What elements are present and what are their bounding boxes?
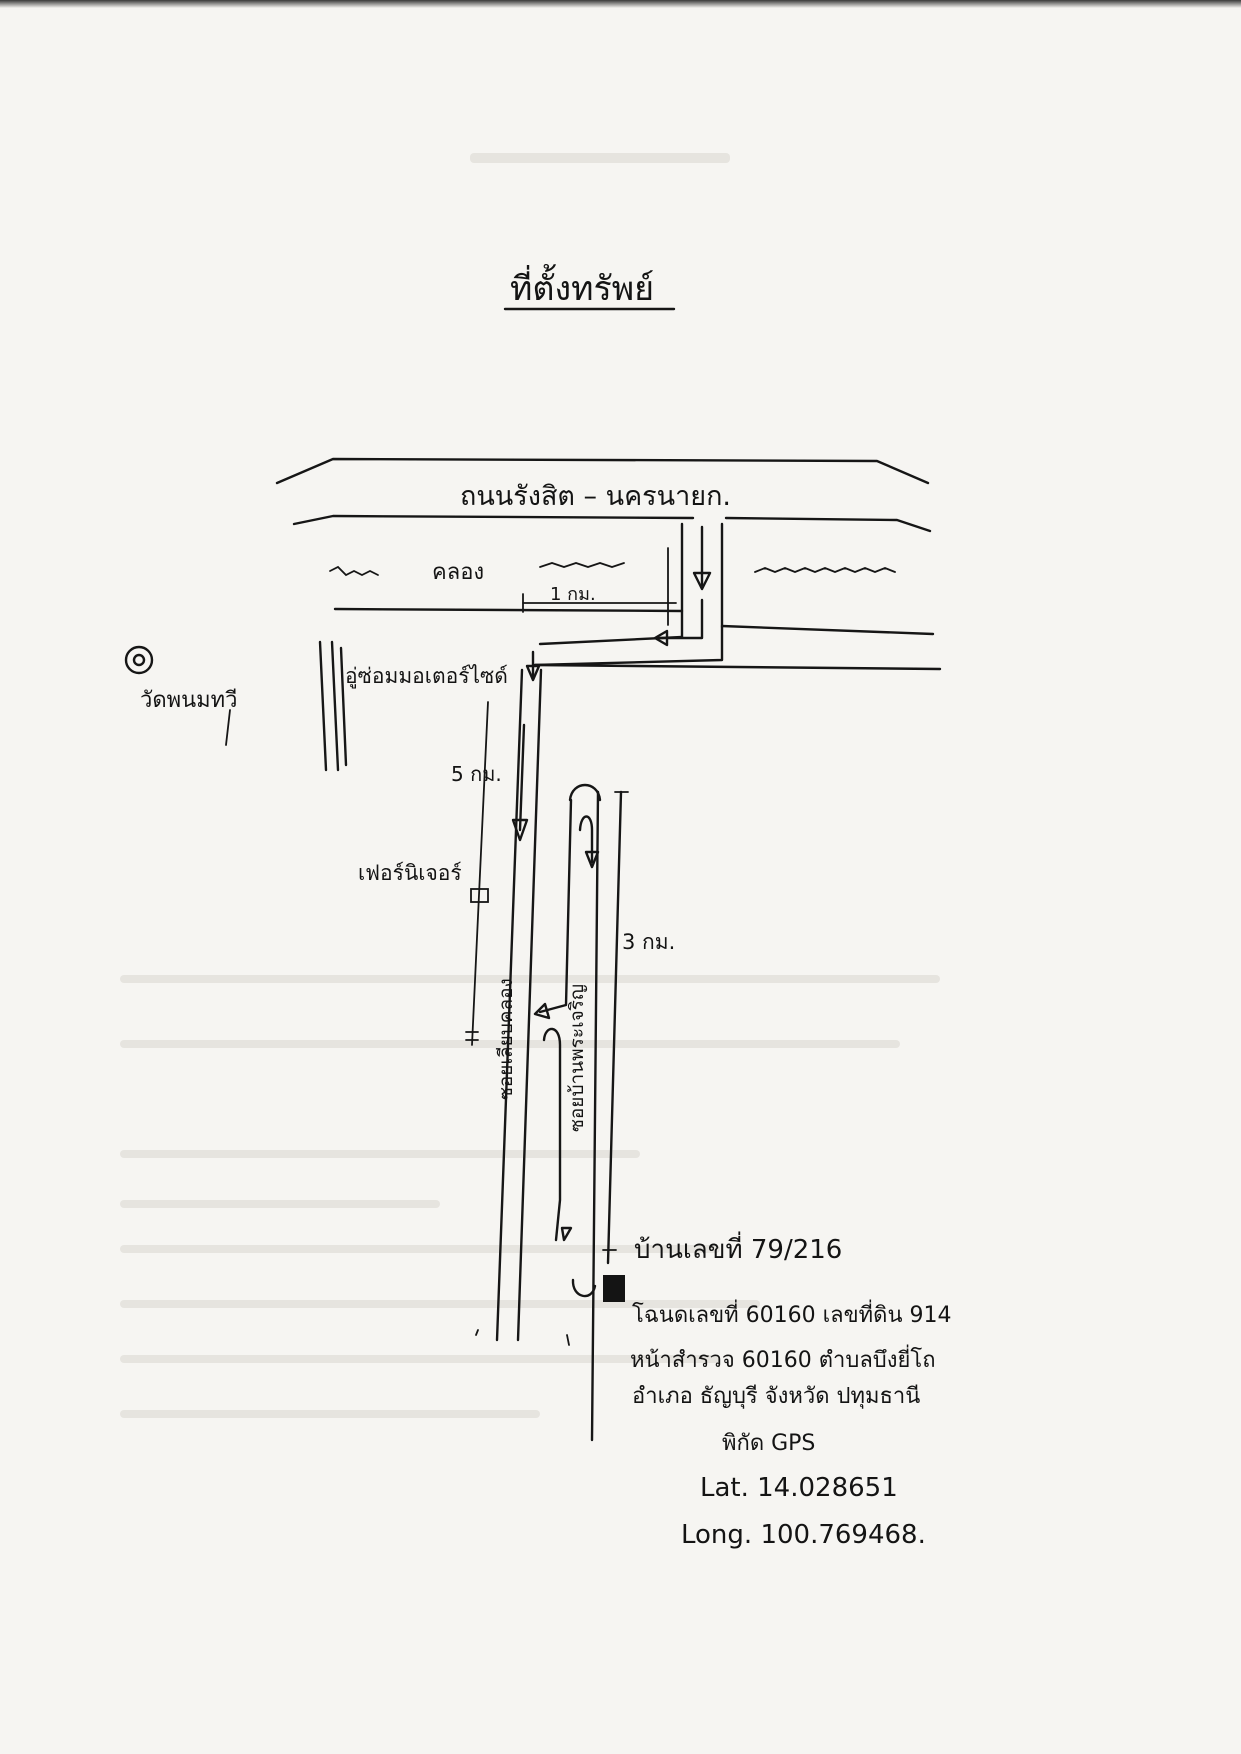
- gps-label: พิกัด GPS: [722, 1431, 815, 1456]
- soi-right-road: [566, 790, 623, 1442]
- temple-label: วัดพนมทวี: [140, 688, 238, 713]
- shop-marker: [470, 888, 489, 903]
- gps-long: Long. 100.769468.: [681, 1520, 926, 1550]
- distance-3km-label: 3 กม.: [622, 930, 675, 954]
- canal-bridge: [533, 522, 942, 671]
- soi-left-arrow: [511, 650, 541, 842]
- bullseye-icon: [124, 645, 154, 675]
- soi-left-road: [475, 668, 543, 1342]
- garage-lines: [318, 640, 348, 772]
- turn-left-arrow-icon: [653, 598, 704, 647]
- address-line-3: อำเภอ ธัญบุรี จังหวัด ปทุมธานี: [632, 1384, 920, 1409]
- house-block-icon: [571, 1275, 625, 1302]
- house-number: บ้านเลขที่ 79/216: [634, 1231, 842, 1265]
- u-turn-arrow-icon: [533, 783, 602, 1242]
- shop-label: เฟอร์นิเจอร์: [358, 861, 462, 885]
- main-road: [275, 457, 932, 533]
- gps-lat: Lat. 14.028651: [700, 1473, 898, 1503]
- show-through-ghost: [120, 153, 940, 1418]
- soi-right-label: ซอยบ้านพระเจริญ: [566, 984, 588, 1132]
- canal: [329, 562, 935, 636]
- main-road-label: ถนนรังสิต – นครนายก.: [460, 481, 731, 512]
- distance-marker-3km: [602, 791, 629, 1251]
- temple-pointer: [225, 709, 231, 746]
- distance-5km-label: 5 กม.: [451, 762, 502, 786]
- address-line-1: โฉนดเลขที่ 60160 เลขที่ดิน 914: [632, 1299, 952, 1328]
- scan-top-edge: [0, 0, 1241, 8]
- distance-1km-label: 1 กม.: [550, 584, 596, 605]
- canal-label: คลอง: [432, 560, 484, 585]
- garage-label: อู่ซ่อมมอเตอร์ไซด์: [345, 664, 508, 689]
- down-arrow-icon: [692, 525, 712, 591]
- soi-left-label: ซอยเลียบคลอง: [495, 978, 517, 1100]
- address-line-2: หน้าสำรวจ 60160 ตำบลบึงยี่โถ: [630, 1344, 936, 1373]
- distance-marker-5km: [465, 701, 489, 1046]
- distance-marker-1km: [522, 547, 677, 626]
- map-title: ที่ตั้งทรัพย์: [510, 264, 654, 309]
